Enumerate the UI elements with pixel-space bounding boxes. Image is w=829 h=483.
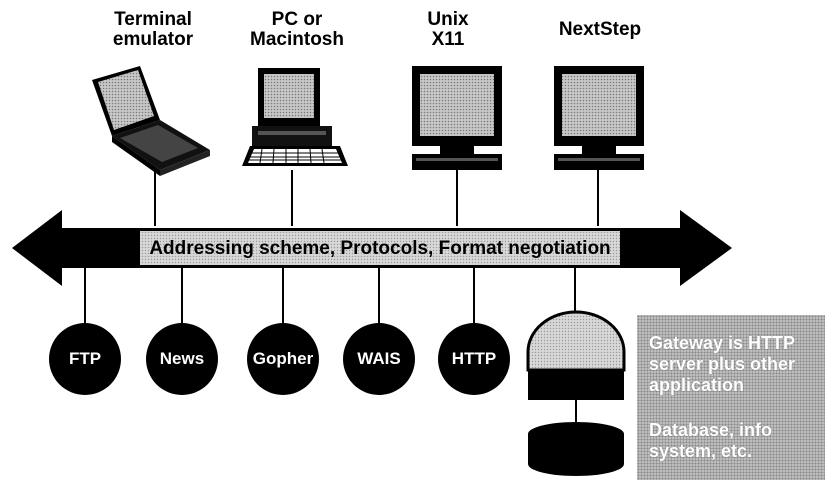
client-label-pc: PC or Macintosh bbox=[222, 10, 372, 50]
client-label-line: Macintosh bbox=[250, 29, 344, 50]
desktop-computer-icon bbox=[242, 68, 348, 166]
laptop-icon bbox=[92, 66, 210, 176]
database-icon bbox=[528, 422, 624, 476]
client-label-line: PC or bbox=[271, 9, 323, 30]
gateway-note-line: system, etc. bbox=[649, 441, 753, 461]
protocol-bus-arrow bbox=[12, 210, 732, 286]
server-node-ftp: FTP bbox=[49, 323, 121, 395]
gateway-note-line: server plus other bbox=[649, 354, 796, 374]
workstation-icon bbox=[554, 66, 644, 170]
client-label-line: Unix bbox=[427, 9, 469, 30]
gateway-note-line: Gateway is HTTP bbox=[649, 333, 796, 353]
client-label-line: NextStep bbox=[558, 19, 642, 40]
server-node-http: HTTP bbox=[438, 323, 510, 395]
client-label-unix: Unix X11 bbox=[388, 10, 508, 50]
client-label-line: Terminal bbox=[114, 9, 192, 30]
server-node-wais: WAIS bbox=[343, 323, 415, 395]
server-node-news: News bbox=[146, 323, 218, 395]
client-label-line: X11 bbox=[431, 29, 465, 50]
client-label-nextstep: NextStep bbox=[535, 20, 665, 40]
server-node-gopher: Gopher bbox=[247, 323, 319, 395]
gateway-note-line: Database, info bbox=[649, 420, 773, 440]
workstation-icon bbox=[412, 66, 502, 170]
bus-label: Addressing scheme, Protocols, Format neg… bbox=[149, 238, 611, 259]
gateway-note-line: application bbox=[649, 375, 745, 395]
gateway-note-box: Gateway is HTTP server plus other applic… bbox=[637, 315, 825, 480]
client-label-line: emulator bbox=[112, 29, 194, 50]
gateway-server-icon bbox=[526, 310, 626, 424]
client-label-terminal: Terminal emulator bbox=[78, 10, 228, 50]
